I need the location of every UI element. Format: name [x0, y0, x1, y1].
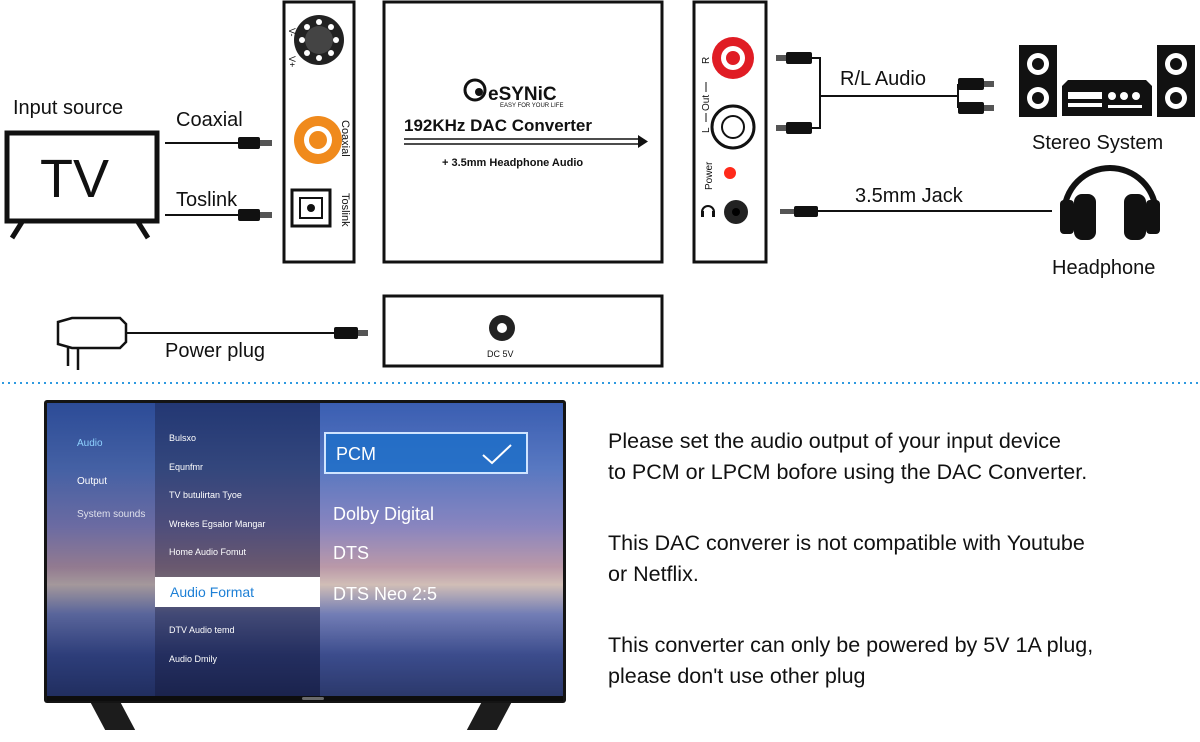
- direction-arrow: [404, 135, 648, 148]
- category-audio[interactable]: Audio: [77, 438, 103, 449]
- menu-item[interactable]: TV butulirtan Tyoe: [169, 490, 242, 500]
- rl-audio-label: R/L Audio: [840, 68, 926, 90]
- tv-text: TV: [40, 149, 109, 209]
- esynic-logo-icon: [463, 78, 487, 102]
- option-pcm-label: PCM: [336, 444, 376, 464]
- tv-frame: Audio Output System sounds Bulsxo Equnfm…: [44, 400, 566, 703]
- coaxial-port: [294, 116, 342, 164]
- jack-cable: [780, 206, 1052, 217]
- out-r-label: R: [701, 57, 712, 64]
- dc-input-label: DC 5V: [487, 349, 514, 359]
- product-title: 192KHz DAC Converter: [404, 116, 592, 135]
- volume-plus-label: V+: [287, 56, 297, 67]
- brand-tagline: EASY FOR YOUR LIFE: [500, 103, 563, 109]
- coaxial-cable: [165, 137, 272, 149]
- power-label: Power: [704, 161, 715, 190]
- category-output[interactable]: Output: [77, 476, 108, 487]
- stereo-system-label: Stereo System: [1032, 132, 1163, 154]
- menu-item[interactable]: DTV Audio temd: [169, 625, 235, 635]
- coaxial-port-text: Coaxial: [339, 120, 351, 157]
- input-side-panel: V- V+ Coaxial Toslink: [282, 0, 356, 264]
- menu-item[interactable]: Home Audio Fomut: [169, 547, 247, 557]
- power-led-icon: [724, 167, 736, 179]
- usage-notes: Please set the audio output of your inpu…: [608, 426, 1198, 732]
- input-source-label: Input source: [13, 97, 123, 119]
- rca-right-port: [712, 37, 754, 79]
- menu-option-column: PCM Dolby Digital DTS DTS Neo 2:5: [320, 403, 563, 696]
- menu-item[interactable]: Wrekes Egsalor Mangar: [169, 519, 266, 529]
- output-side-panel: R Out L Power: [692, 0, 768, 264]
- dc-input-port: [489, 315, 515, 341]
- menu-item[interactable]: Audio Dmily: [169, 654, 218, 664]
- stereo-system-icon: [1019, 45, 1195, 117]
- connection-diagram: Input source TV Coaxial Toslink: [2, 0, 1198, 384]
- tv-screen: Audio Output System sounds Bulsxo Equnfm…: [47, 403, 563, 696]
- product-subtitle: + 3.5mm Headphone Audio: [442, 157, 583, 169]
- rca-cable: [776, 52, 994, 134]
- note-power: This converter can only be powered by 5V…: [608, 633, 1094, 688]
- toslink-label: Toslink: [176, 189, 238, 211]
- tv-logo-icon: [302, 697, 324, 700]
- headphone-icon: [1060, 165, 1160, 240]
- menu-item-audio-format-label: Audio Format: [170, 584, 255, 600]
- out-l-label: L: [701, 127, 712, 133]
- menu-item-column: Bulsxo Equnfmr TV butulirtan Tyoe Wrekes…: [155, 403, 320, 696]
- headphone-small-icon: [701, 205, 715, 217]
- coaxial-label: Coaxial: [176, 109, 243, 131]
- option-dolby-digital[interactable]: Dolby Digital: [333, 504, 435, 524]
- menu-item[interactable]: Bulsxo: [169, 433, 197, 443]
- toslink-cable: [165, 209, 272, 221]
- menu-item[interactable]: Equnfmr: [169, 462, 204, 472]
- brand-name: eSYNiC: [488, 84, 557, 105]
- menu-category-column: Audio Output System sounds: [47, 403, 155, 696]
- toslink-port-text: Toslink: [339, 193, 351, 227]
- front-panel: eSYNiC EASY FOR YOUR LIFE 192KHz DAC Con…: [382, 0, 664, 264]
- headphone-jack-port: [724, 200, 748, 224]
- volume-knob: [294, 15, 344, 65]
- toslink-port: [290, 188, 332, 228]
- option-dts[interactable]: DTS: [333, 543, 369, 563]
- check-icon: [482, 444, 512, 465]
- rca-left-port: [710, 104, 756, 150]
- note-pcm: Please set the audio output of your inpu…: [608, 429, 1088, 484]
- out-label: Out: [701, 95, 712, 111]
- option-pcm[interactable]: PCM: [324, 432, 528, 474]
- power-plug-label: Power plug: [165, 340, 265, 362]
- menu-item-audio-format[interactable]: Audio Format: [155, 577, 320, 607]
- headphone-label: Headphone: [1052, 257, 1155, 279]
- rear-panel: DC 5V: [382, 294, 664, 368]
- tv-menu-illustration: Audio Output System sounds Bulsxo Equnfm…: [0, 395, 600, 742]
- jack-label: 3.5mm Jack: [855, 185, 964, 207]
- power-adapter-icon: [56, 316, 368, 370]
- volume-minus-label: V-: [287, 28, 297, 37]
- tv-icon: [4, 130, 160, 240]
- category-system-sounds[interactable]: System sounds: [77, 509, 146, 520]
- note-compatibility: This DAC converer is not compatible with…: [608, 531, 1085, 586]
- option-dts-neo[interactable]: DTS Neo 2:5: [333, 584, 438, 604]
